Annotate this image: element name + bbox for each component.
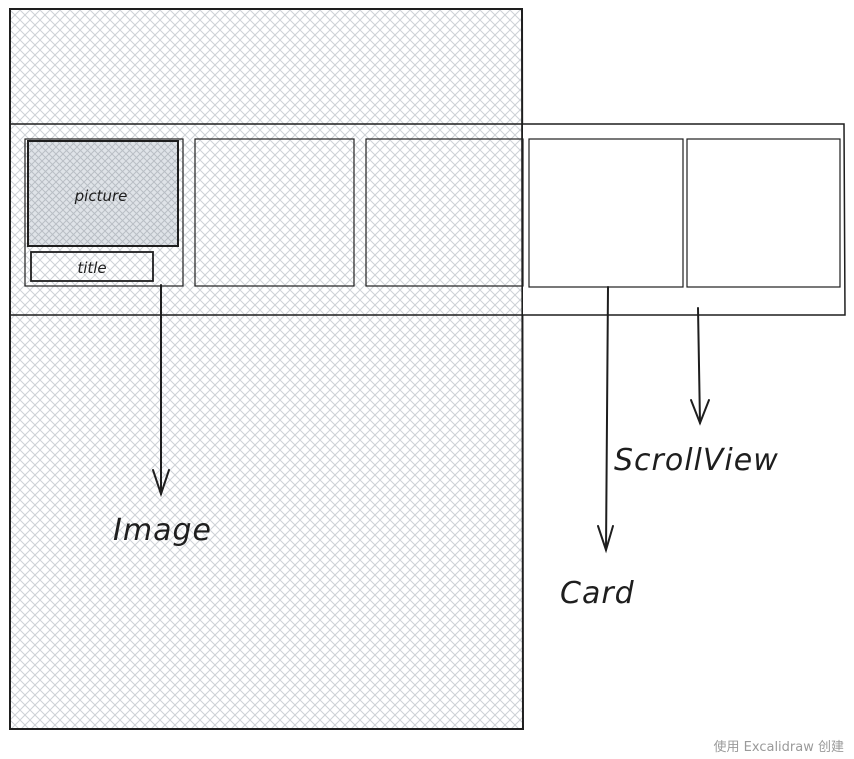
card-4 [528,138,684,288]
title-label: title [77,259,106,277]
image-label: Image [113,513,212,548]
screen-frame [9,8,525,730]
scrollview-label: ScrollView [614,443,779,478]
scrollview-arrow [690,307,710,426]
card-3 [365,138,524,287]
image-arrow [152,284,170,498]
card-1: picture title [24,138,184,287]
card-arrow [597,286,614,554]
title-box: title [30,251,154,282]
picture-label: picture [74,187,128,205]
card-5 [686,138,841,288]
card-label: Card [560,576,635,611]
picture-box: picture [27,140,179,247]
card-2 [194,138,355,287]
excalidraw-credit: 使用 Excalidraw 创建 [714,739,844,755]
